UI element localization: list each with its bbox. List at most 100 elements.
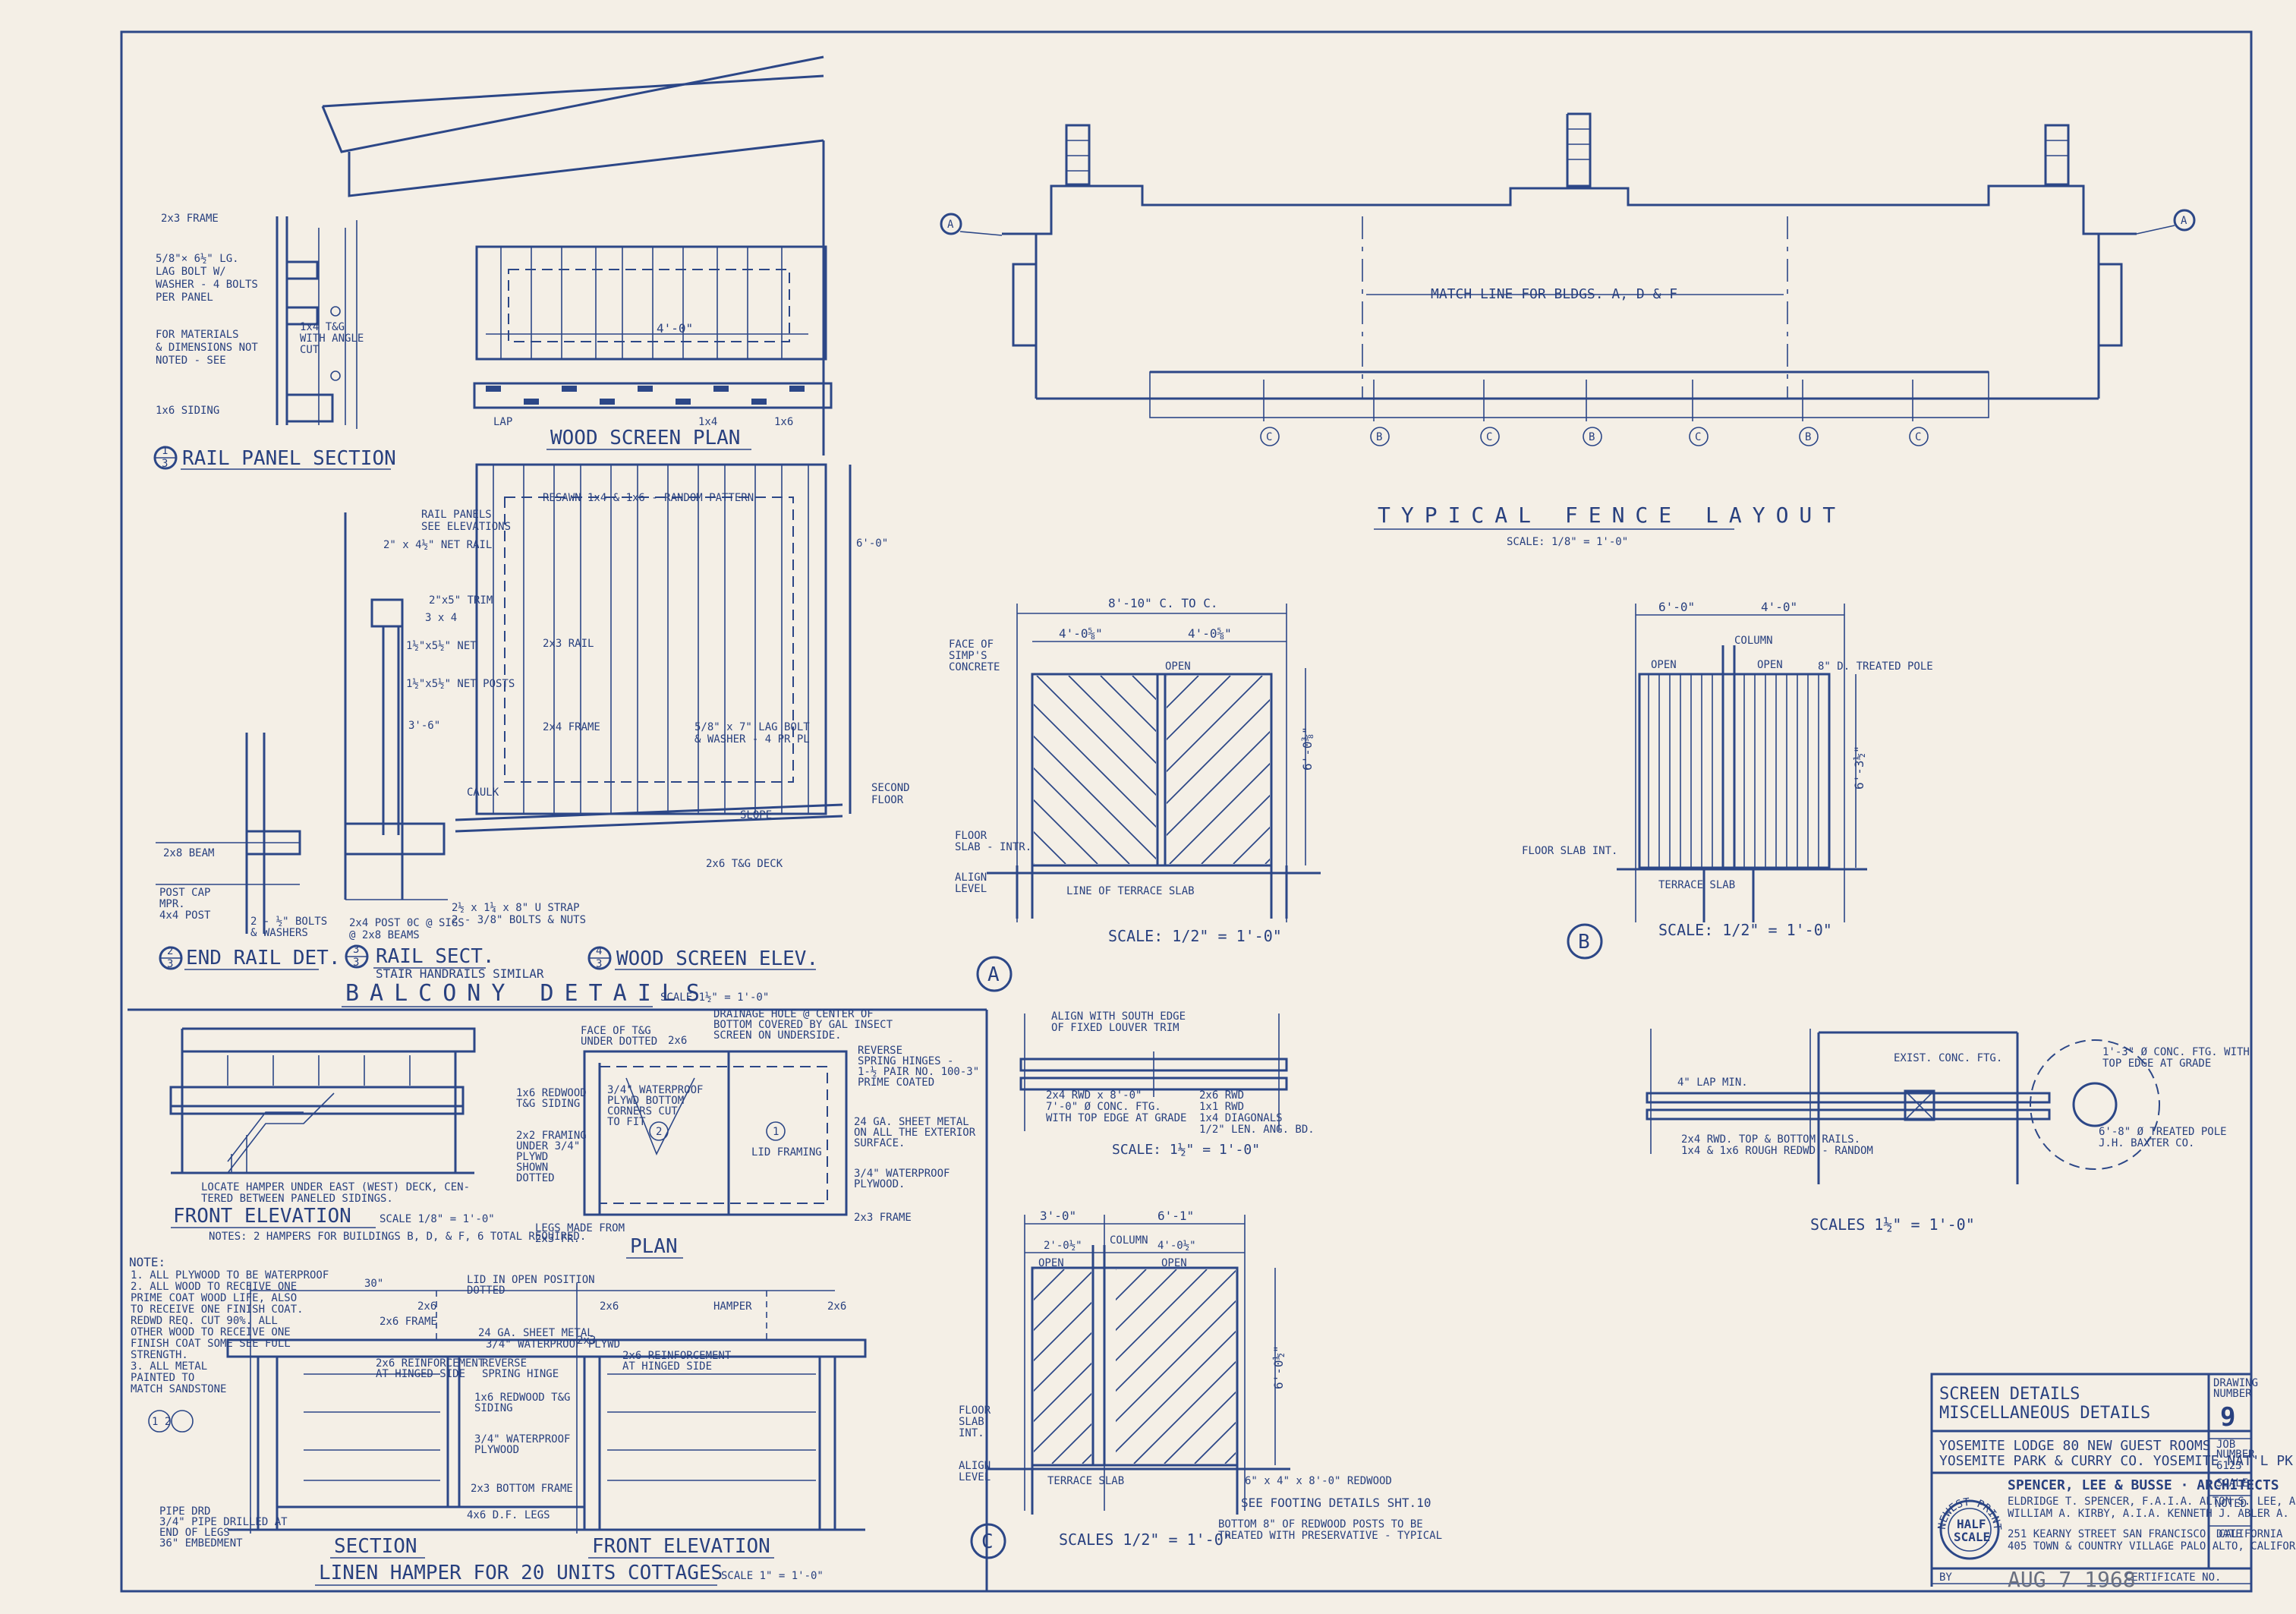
hs-note-hdr: NOTE:: [129, 1255, 165, 1269]
hp-n27: LEGS MADE FROM: [535, 1222, 625, 1234]
da-open: OPEN: [1165, 660, 1191, 673]
da-floor-1: FLOOR: [955, 830, 987, 842]
sheet-title-1: SCREEN DETAILS: [1939, 1385, 2080, 1404]
project-line-1: YOSEMITE LODGE 80 NEW GUEST ROOMS: [1939, 1438, 2211, 1454]
dc-dim-r: 6'-1": [1157, 1209, 1194, 1223]
hp-n22: ON ALL THE EXTERIOR: [854, 1127, 976, 1139]
da-floor-2: SLAB - INTR.: [955, 841, 1031, 853]
da-align-1: ALIGN: [955, 872, 987, 884]
elev-num-top: 4: [596, 945, 602, 957]
er-note-1: POST CAP: [159, 887, 210, 899]
elev-caulk: CAULK: [467, 787, 499, 799]
hp-n21: 24 GA. SHEET METAL: [854, 1116, 969, 1128]
tb-people-1: ELDRIDGE T. SPENCER, F.A.I.A. ALTON S. L…: [2008, 1496, 2296, 1508]
end-rail-title: END RAIL DET.: [186, 947, 341, 969]
hamper-front-title: FRONT ELEVATION: [173, 1205, 351, 1228]
pa-note-2: WITH TOP EDGE AT GRADE: [1046, 1112, 1186, 1124]
rs-num-top: 3: [353, 944, 359, 956]
dc-column: COLUMN: [1110, 1234, 1148, 1247]
drawing-number: 9: [2220, 1402, 2235, 1433]
dc-floor-2: SLAB: [959, 1416, 984, 1428]
tb-date-label: DATE: [2216, 1528, 2242, 1540]
hp-n18: SHOWN: [516, 1162, 548, 1174]
hp-n8: PRIME COATED: [858, 1077, 934, 1089]
er-note-2: MPR.: [159, 898, 185, 910]
hamper-inner-label: AT HINGED SIDE: [622, 1360, 712, 1373]
rail-sect: RAIL PANELS SEE ELEVATIONS 2" x 4½" NET …: [344, 509, 586, 981]
rail-panel-frame-note: 2x3 FRAME: [161, 213, 219, 225]
tb-job-label-2: NUMBER: [2216, 1449, 2255, 1461]
rs-note-0: RAIL PANELS: [421, 509, 492, 521]
dc-redwood: 6" x 4" x 8'-0" REDWOOD: [1245, 1475, 1392, 1487]
hp-n4: SCREEN ON UNDERSIDE.: [713, 1029, 842, 1042]
fence-marker: [1909, 427, 1929, 446]
pa-note-0: 2x4 RWD x 8'-0": [1046, 1089, 1142, 1102]
tg-note-2: WITH ANGLE: [300, 333, 364, 345]
tb-job-label-1: JOB: [2216, 1439, 2235, 1451]
hs-scale: SCALE 1" = 1'-0": [721, 1570, 824, 1582]
hamper-note-line: 3. ALL METAL: [131, 1360, 207, 1373]
detail-b-label: B: [1578, 931, 1590, 954]
hamper-inner-label: 2x3 BOTTOM FRAME: [471, 1483, 573, 1495]
hamper-inner-label: SIDING: [474, 1402, 513, 1414]
hp-n9: 1x6 REDWOOD: [516, 1087, 587, 1099]
dc-open-l: OPEN: [1038, 1257, 1064, 1269]
dc-scale: SCALES 1/2" = 1'-0": [1059, 1530, 1233, 1549]
da-height: 6'-0⅜": [1300, 727, 1315, 771]
date-stamp: AUG 7 1968: [2008, 1567, 2136, 1592]
fence-layout-scale: SCALE: 1/8" = 1'-0": [1507, 536, 1628, 548]
hamper-inner-label: 2x6 REINFORCEMENT: [376, 1357, 485, 1370]
hs-dim-3: HAMPER: [713, 1300, 752, 1313]
fence-marker: [1370, 427, 1390, 446]
hp-n0: FACE OF T&G: [581, 1025, 651, 1037]
tg-note-3: CUT: [300, 344, 320, 356]
fl-mark-a-right: A: [2181, 215, 2187, 227]
rail-sect-title: RAIL SECT.: [376, 945, 495, 968]
hp-tag1: 1: [773, 1126, 779, 1138]
elev-frame: 2x4 FRAME: [543, 721, 600, 733]
wood-screen-elev: 6'-0" RESAWN 1x4 & 1x6 - RANDOM PATTERN …: [455, 463, 910, 970]
fl-mark-a-left: A: [947, 219, 954, 231]
wood-screen-elev-title: WOOD SCREEN ELEV.: [616, 947, 818, 970]
sheet-border: [120, 30, 2253, 1593]
project-line-2: YOSEMITE PARK & CURRY CO. YOSEMITE NAT'L…: [1939, 1453, 2296, 1469]
elev-lag-1: 5/8" x 7" LAG BOLT: [694, 721, 810, 733]
dc-floor-3: INT.: [959, 1427, 984, 1439]
tb-dwg-label-2: NUMBER: [2213, 1388, 2252, 1400]
hs-dim-1: 2x6: [417, 1300, 436, 1313]
hp-n15: 2x2 FRAMING: [516, 1130, 587, 1142]
balcony-title: BALCONY DETAILS: [345, 980, 710, 1007]
pd-scale: SCALES 1½" = 1'-0": [1810, 1215, 1975, 1234]
hp-tag2: 2: [656, 1126, 662, 1138]
db-height: 6'-3½": [1852, 746, 1866, 790]
hamper-note-line: REDWD REQ. CUT 90%. ALL: [131, 1315, 278, 1327]
hamper-section-title: SECTION: [334, 1535, 417, 1558]
hamper-inner-label: 3/4" WATERPROOF: [474, 1433, 570, 1445]
hamper-note-line: PAINTED TO: [131, 1372, 194, 1384]
plan-n1: 1x4: [698, 416, 717, 428]
hamper-inner-label: AT HINGED SIDE: [376, 1368, 465, 1380]
plan-dim: 4'-0": [657, 321, 693, 336]
rs-note-6: 1½"x5½" NET POSTS: [406, 678, 515, 690]
bolt-note-3: WASHER - 4 BOLTS: [156, 279, 258, 291]
hamper-inner-label: 4x6 D.F. LEGS: [467, 1509, 550, 1521]
hamper-inner-label: 3/4" WATERPROOF PLYWD: [486, 1338, 620, 1351]
hp-n11: 3/4" WATERPROOF: [607, 1084, 703, 1096]
db-dim-l: 6'-0": [1658, 600, 1695, 614]
pa-right-2: 1x4 DIAGONALS: [1199, 1112, 1283, 1124]
hp-n26: 2x3 FRAME: [854, 1212, 912, 1224]
pd-conc: EXIST. CONC. FTG.: [1894, 1052, 2002, 1064]
elev-dim: 6'-0": [856, 537, 888, 550]
tb-address-2: 405 TOWN & COUNTRY VILLAGE PALO ALTO, CA…: [2008, 1540, 2296, 1553]
hamper-inner-label: LID IN OPEN POSITION: [467, 1274, 595, 1286]
hp-n24: 3/4" WATERPROOF: [854, 1168, 950, 1180]
pd-ftg-2: TOP EDGE AT GRADE: [2102, 1058, 2211, 1070]
da-align-2: LEVEL: [955, 883, 987, 895]
db-floor: FLOOR SLAB INT.: [1522, 845, 1617, 857]
hamper-plan: 2 1 FACE OF T&G UNDER DOTTED DRAINAGE HO…: [516, 1008, 979, 1259]
hamper-inner-label: PIPE DRD: [159, 1505, 210, 1518]
hamper-front-elevation: LOCATE HAMPER UNDER EAST (WEST) DECK, CE…: [128, 1008, 988, 1591]
elev-num-bot: 3: [596, 958, 602, 970]
fence-marker-label: B: [1589, 431, 1595, 443]
